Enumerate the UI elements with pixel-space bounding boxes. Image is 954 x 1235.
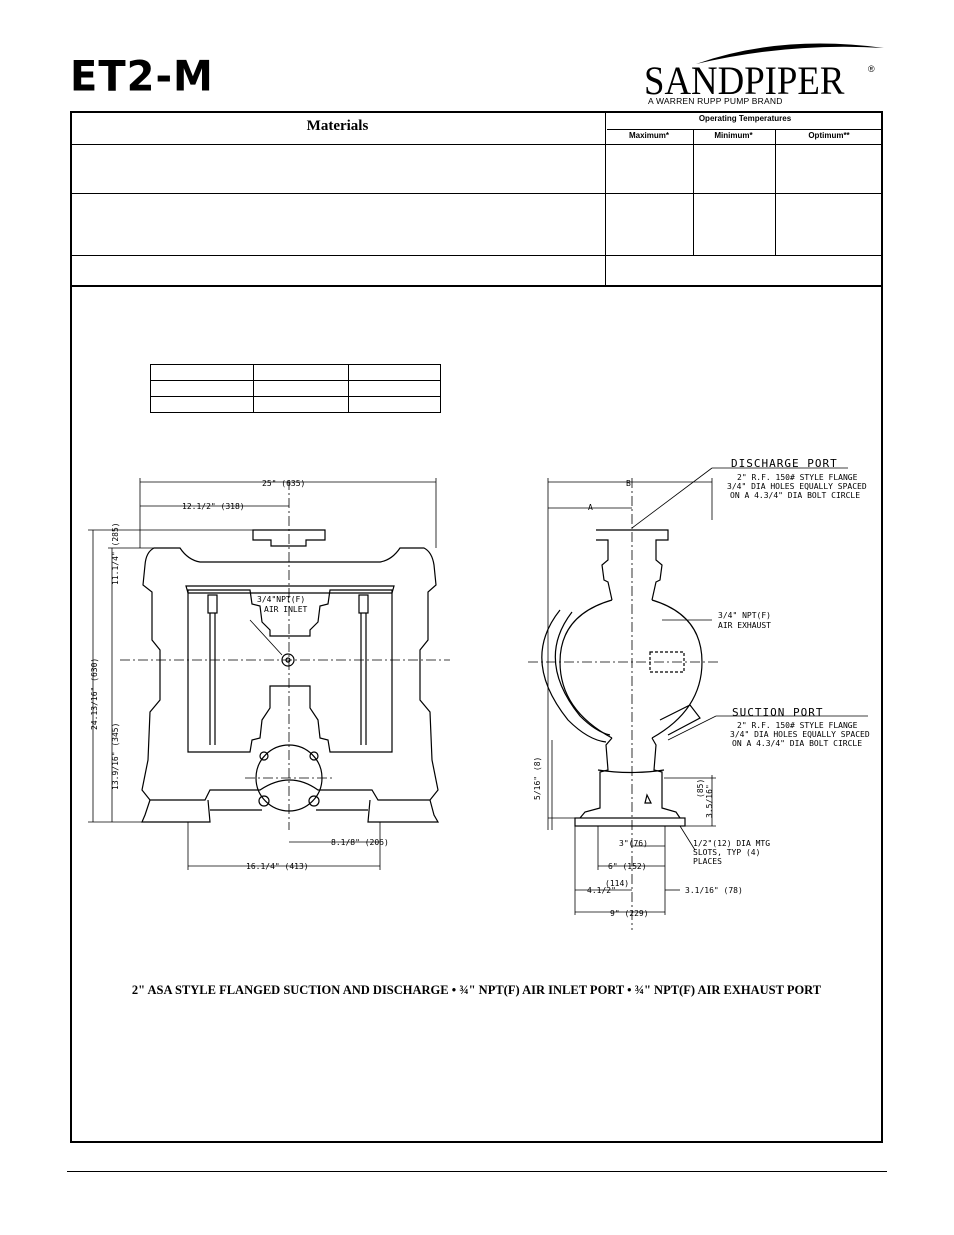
dimensional-drawing: 25" (635) 12.1/2" (318) 8.1/8" (206) 16.…	[88, 457, 870, 930]
suction-port-title: SUCTION PORT	[732, 706, 823, 719]
footer-rule	[67, 1171, 887, 1172]
suction-line-1: 2" R.F. 150# STYLE FLANGE	[737, 721, 858, 730]
dim-half-width: 12.1/2" (318)	[182, 502, 245, 511]
discharge-port-title: DISCHARGE PORT	[731, 457, 838, 470]
suction-line-3: ON A 4.3/4" DIA BOLT CIRCLE	[732, 739, 862, 748]
front-view	[88, 478, 450, 870]
discharge-line-2: 3/4" DIA HOLES EQUALLY SPACED	[727, 482, 867, 491]
side-view	[528, 467, 868, 930]
suction-line-2: 3/4" DIA HOLES EQUALLY SPACED	[730, 730, 870, 739]
discharge-line-1: 2" R.F. 150# STYLE FLANGE	[737, 473, 858, 482]
dim-overall-width: 25" (635)	[262, 479, 305, 488]
dim-upper-height: 11.1/4" (285)	[111, 522, 120, 585]
exhaust-label-2: AIR EXHAUST	[718, 621, 771, 630]
logo-swoosh-icon	[696, 43, 884, 64]
col-maximum: Maximum*	[628, 131, 669, 140]
model-title: ET2-M	[70, 52, 214, 102]
dim-3in: 3"(76)	[619, 839, 648, 848]
slots-label-3: PLACES	[693, 857, 722, 866]
materials-heading: Materials	[306, 118, 369, 134]
dim-3116: 3.1/16" (78)	[685, 886, 743, 895]
dim-half-base: 8.1/8" (206)	[331, 838, 389, 847]
dim-6in: 6" (152)	[608, 862, 647, 871]
dim-412-mm: (114)	[605, 879, 629, 888]
dim-b: B	[626, 479, 631, 488]
dim-base-width: 16.1/4" (413)	[246, 862, 309, 871]
dim-a: A	[588, 503, 593, 512]
air-inlet-label-2: AIR INLET	[264, 605, 308, 614]
dim-suction-height-in: 3.5/16"	[705, 784, 714, 818]
dim-412-in: 4.1/2"	[587, 886, 616, 895]
operating-temperatures-heading: Operating Temperatures	[698, 114, 792, 123]
dim-overall-height: 24.13/16" (630)	[90, 658, 99, 730]
registered-mark: ®	[868, 64, 875, 74]
dimension-table	[150, 364, 441, 413]
brand-logo: SANDPIPER	[644, 58, 845, 103]
discharge-line-3: ON A 4.3/4" DIA BOLT CIRCLE	[730, 491, 860, 500]
slots-label-1: 1/2"(12) DIA MTG	[693, 839, 770, 848]
spec-frame	[70, 111, 883, 1143]
air-inlet-label-1: 3/4"NPT(F)	[257, 595, 305, 604]
col-minimum: Minimum*	[714, 131, 753, 140]
dim-9in: 9" (229)	[610, 909, 649, 918]
slots-label-2: SLOTS, TYP (4)	[693, 848, 760, 857]
dim-base-thick: 5/16" (8)	[533, 757, 542, 800]
col-optimum: Optimum**	[808, 131, 850, 140]
exhaust-label-1: 3/4" NPT(F)	[718, 611, 771, 620]
dim-suction-height-mm: (85)	[696, 779, 705, 798]
dim-lower-height: 13.9/16" (345)	[111, 723, 120, 790]
ports-caption: 2" ASA STYLE FLANGED SUCTION AND DISCHAR…	[131, 983, 822, 997]
brand-tagline: A WARREN RUPP PUMP BRAND	[648, 96, 783, 106]
